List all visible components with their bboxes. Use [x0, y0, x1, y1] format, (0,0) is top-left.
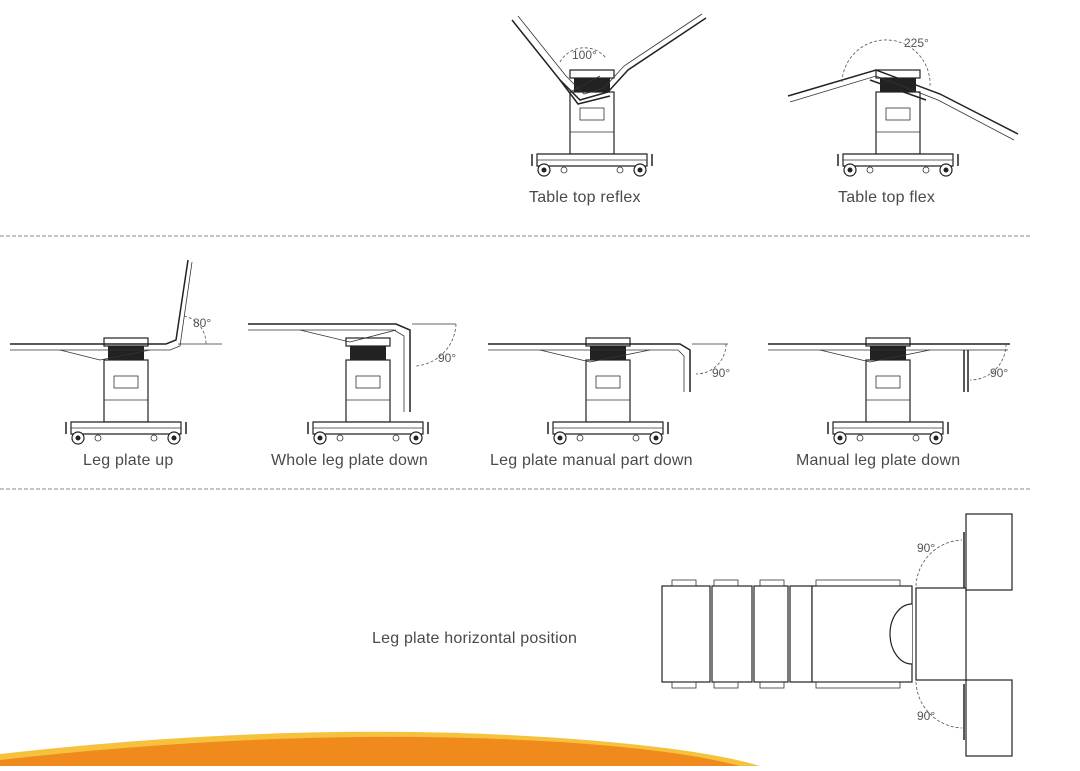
caption-table-top-reflex: Table top reflex [529, 189, 641, 206]
reflex-angle-label: 100° [572, 48, 597, 62]
table-top-flex-drawing: 225° [787, 36, 1019, 177]
decorative-wave-orange [0, 736, 740, 766]
caption-leg-plate-horizontal-position: Leg plate horizontal position [372, 630, 578, 647]
manual-leg-plate-down-drawing: 90° [768, 337, 1010, 445]
table-top-reflex-drawing: 100° [511, 13, 707, 177]
caption-whole-leg-plate-down: Whole leg plate down [271, 452, 428, 469]
whole-leg-down-angle-label: 90° [438, 351, 456, 365]
caption-manual-leg-plate-down: Manual leg plate down [796, 452, 961, 469]
leg-plate-up-drawing: 80° [10, 259, 222, 445]
manual-leg-down-angle-label: 90° [990, 366, 1008, 380]
manual-part-down-angle-label: 90° [712, 366, 730, 380]
horizontal-bottom-angle-label: 90° [917, 709, 935, 723]
horizontal-top-angle-label: 90° [917, 541, 935, 555]
caption-table-top-flex: Table top flex [838, 189, 936, 206]
leg-plate-horizontal-drawing: 90° 90° [661, 513, 1013, 757]
caption-leg-plate-up: Leg plate up [83, 452, 174, 469]
flex-angle-label: 225° [904, 36, 929, 50]
caption-leg-plate-manual-part-down: Leg plate manual part down [490, 452, 693, 469]
leg-up-angle-label: 80° [193, 316, 211, 330]
leg-plate-manual-part-down-drawing: 90° [488, 337, 730, 445]
whole-leg-plate-down-drawing: 90° [248, 323, 457, 445]
